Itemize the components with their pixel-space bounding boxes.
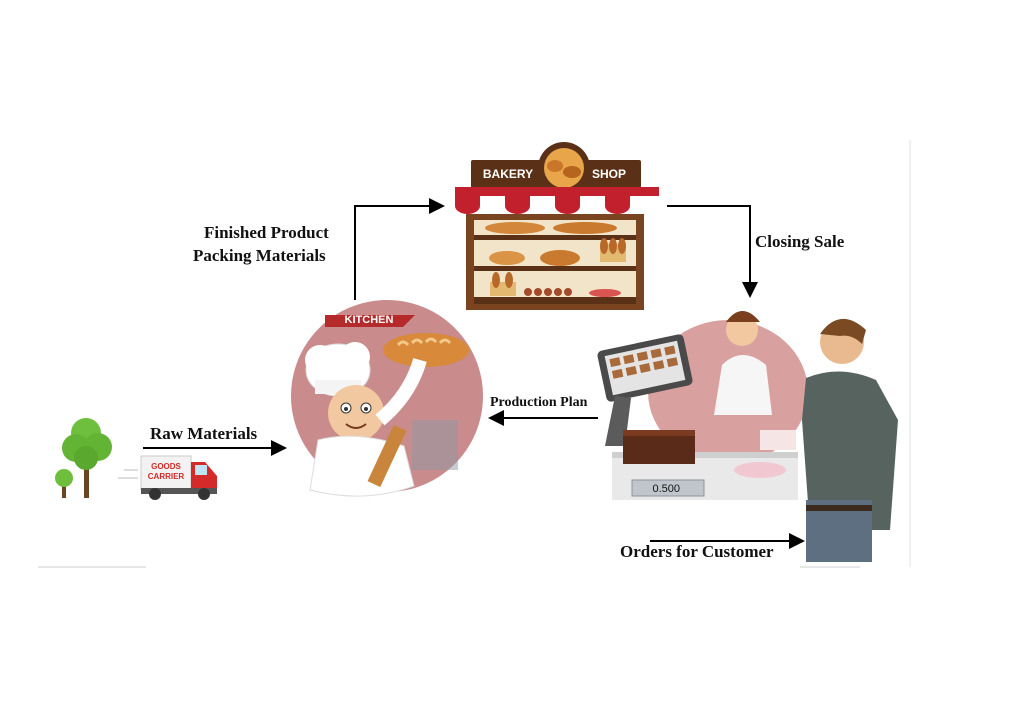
shop-sign-text: SHOP: [592, 167, 626, 181]
truck-goods-text: GOODS: [151, 462, 181, 471]
chef-kitchen-icon: KITCHEN: [291, 300, 483, 497]
orders-for-customer-label: Orders for Customer: [620, 542, 774, 561]
sales-counter-icon: 0.500: [597, 311, 898, 562]
production-plan-label: Production Plan: [490, 395, 588, 410]
scale-reading-text: 0.500: [652, 483, 680, 495]
arrow-kitchen-to-shop: [354, 198, 445, 300]
trees-icon: [55, 418, 112, 498]
bakery-sign-text: BAKERY: [483, 167, 533, 181]
closing-sale-label: Closing Sale: [755, 232, 845, 251]
kitchen-sign-text: KITCHEN: [345, 314, 394, 326]
raw-materials-label: Raw Materials: [150, 424, 258, 443]
truck-carrier-text: CARRIER: [148, 472, 185, 481]
packing-materials-label: Packing Materials: [193, 246, 326, 265]
finished-product-label: Finished Product: [204, 223, 329, 242]
bakery-shop-icon: BAKERY SHOP: [455, 142, 659, 310]
delivery-truck-icon: GOODS CARRIER: [118, 455, 217, 500]
arrow-shop-to-counter: [667, 205, 758, 298]
